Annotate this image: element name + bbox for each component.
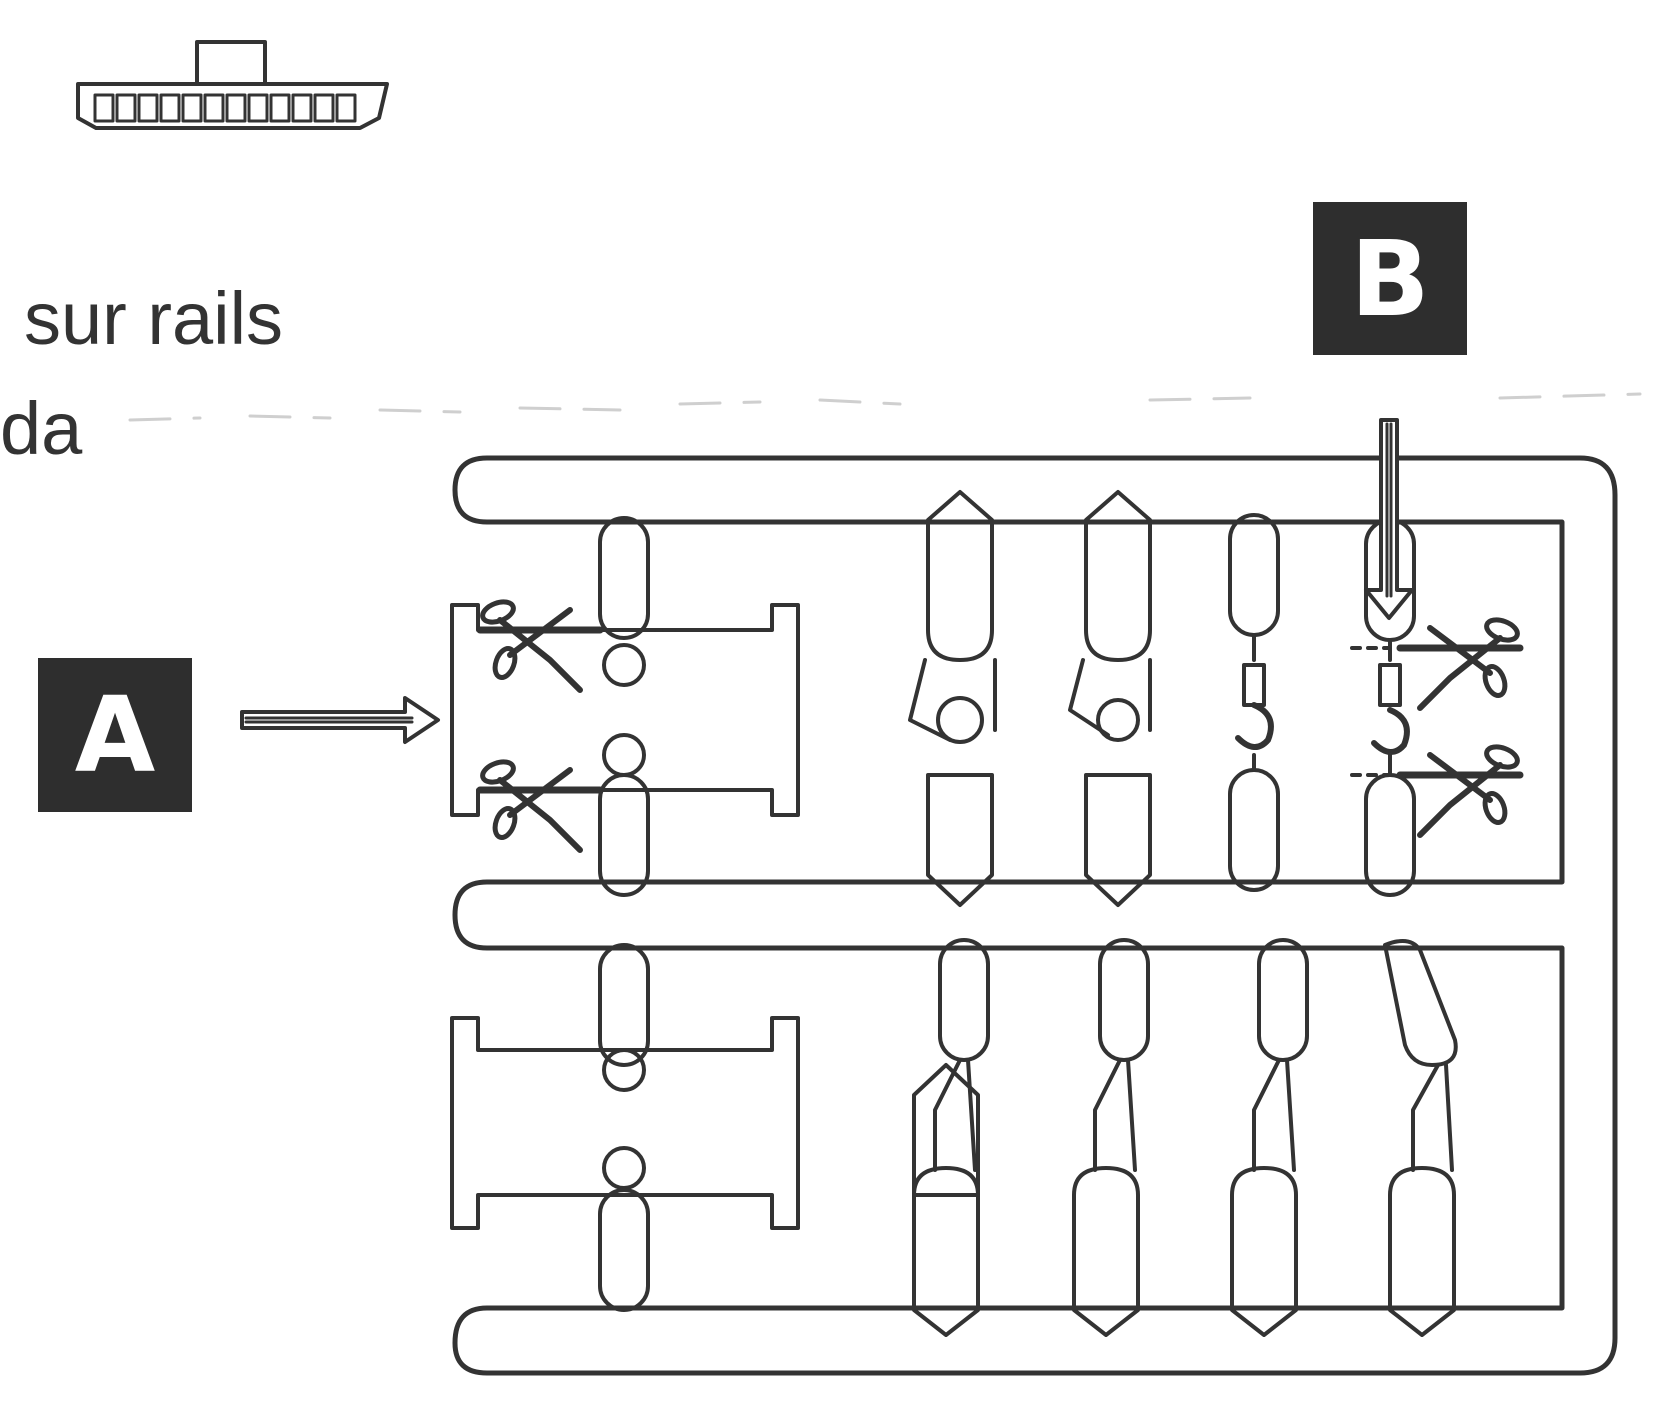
arrow-right-icon (240, 696, 440, 744)
label-badge-b: B (1313, 202, 1467, 355)
caption-line-2: da (0, 387, 83, 470)
ship-side-icon (76, 40, 389, 130)
hook-icon (1235, 702, 1410, 755)
label-badge-a: A (38, 658, 192, 812)
caption-line-1: sur rails (24, 277, 284, 360)
label-b-text: B (1350, 217, 1430, 340)
scissors-icon (480, 598, 600, 850)
pulley-block-upper-row (908, 490, 1416, 907)
label-a-text: A (74, 674, 156, 796)
scissors-icon (1350, 616, 1520, 835)
pulley-block-lower-row (912, 938, 1458, 1337)
arrow-down-icon (1364, 418, 1414, 620)
davit-part-lower (450, 943, 800, 1312)
sprue-frame (452, 455, 1618, 1376)
